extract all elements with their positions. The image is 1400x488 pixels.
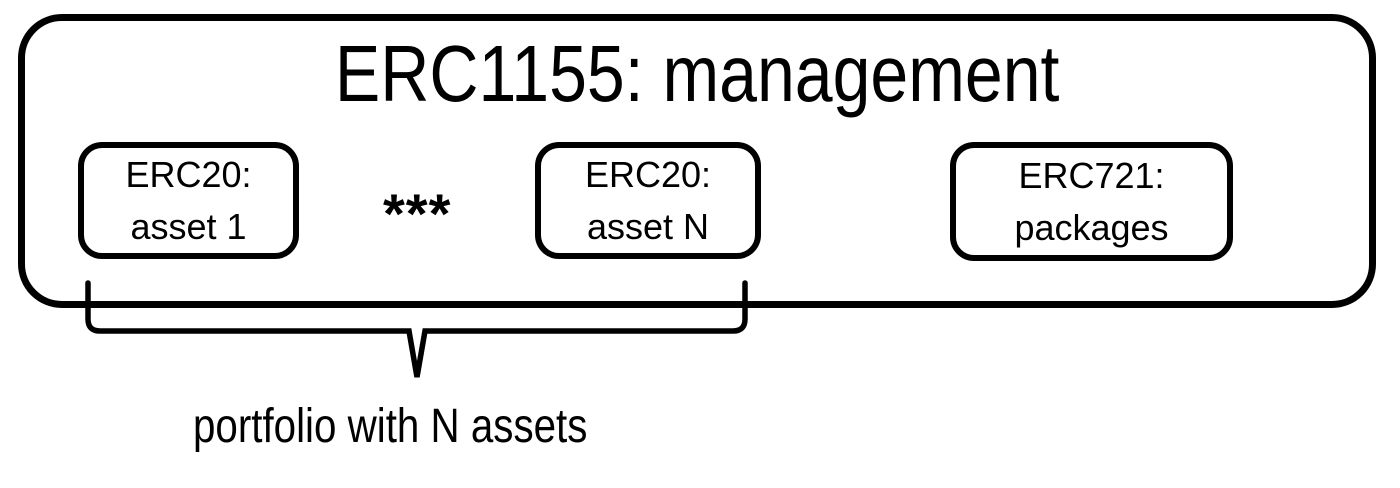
brace-label-row: portfolio with N assets: [193, 398, 663, 456]
erc20-asset-n-box: ERC20: asset N: [535, 142, 761, 259]
box-label-line2: asset N: [586, 205, 710, 247]
curly-brace-icon: [85, 280, 748, 378]
portfolio-label: portfolio with N assets: [193, 400, 588, 453]
box-label-line1: ERC20:: [125, 153, 252, 195]
ellipsis-asterisks: ***: [383, 182, 452, 245]
erc721-packages-box: ERC721: packages: [950, 142, 1233, 261]
box-label-line1: ERC20:: [584, 153, 712, 195]
erc20-asset-1-box: ERC20: asset 1: [78, 142, 299, 259]
box-label-line1: ERC721:: [1018, 154, 1165, 196]
box-label-line2: asset 1: [130, 205, 247, 247]
diagram-title-row: ERC1155: management: [18, 30, 1376, 118]
box-label-line2: packages: [1014, 206, 1169, 248]
diagram-title: ERC1155: management: [334, 29, 1060, 118]
